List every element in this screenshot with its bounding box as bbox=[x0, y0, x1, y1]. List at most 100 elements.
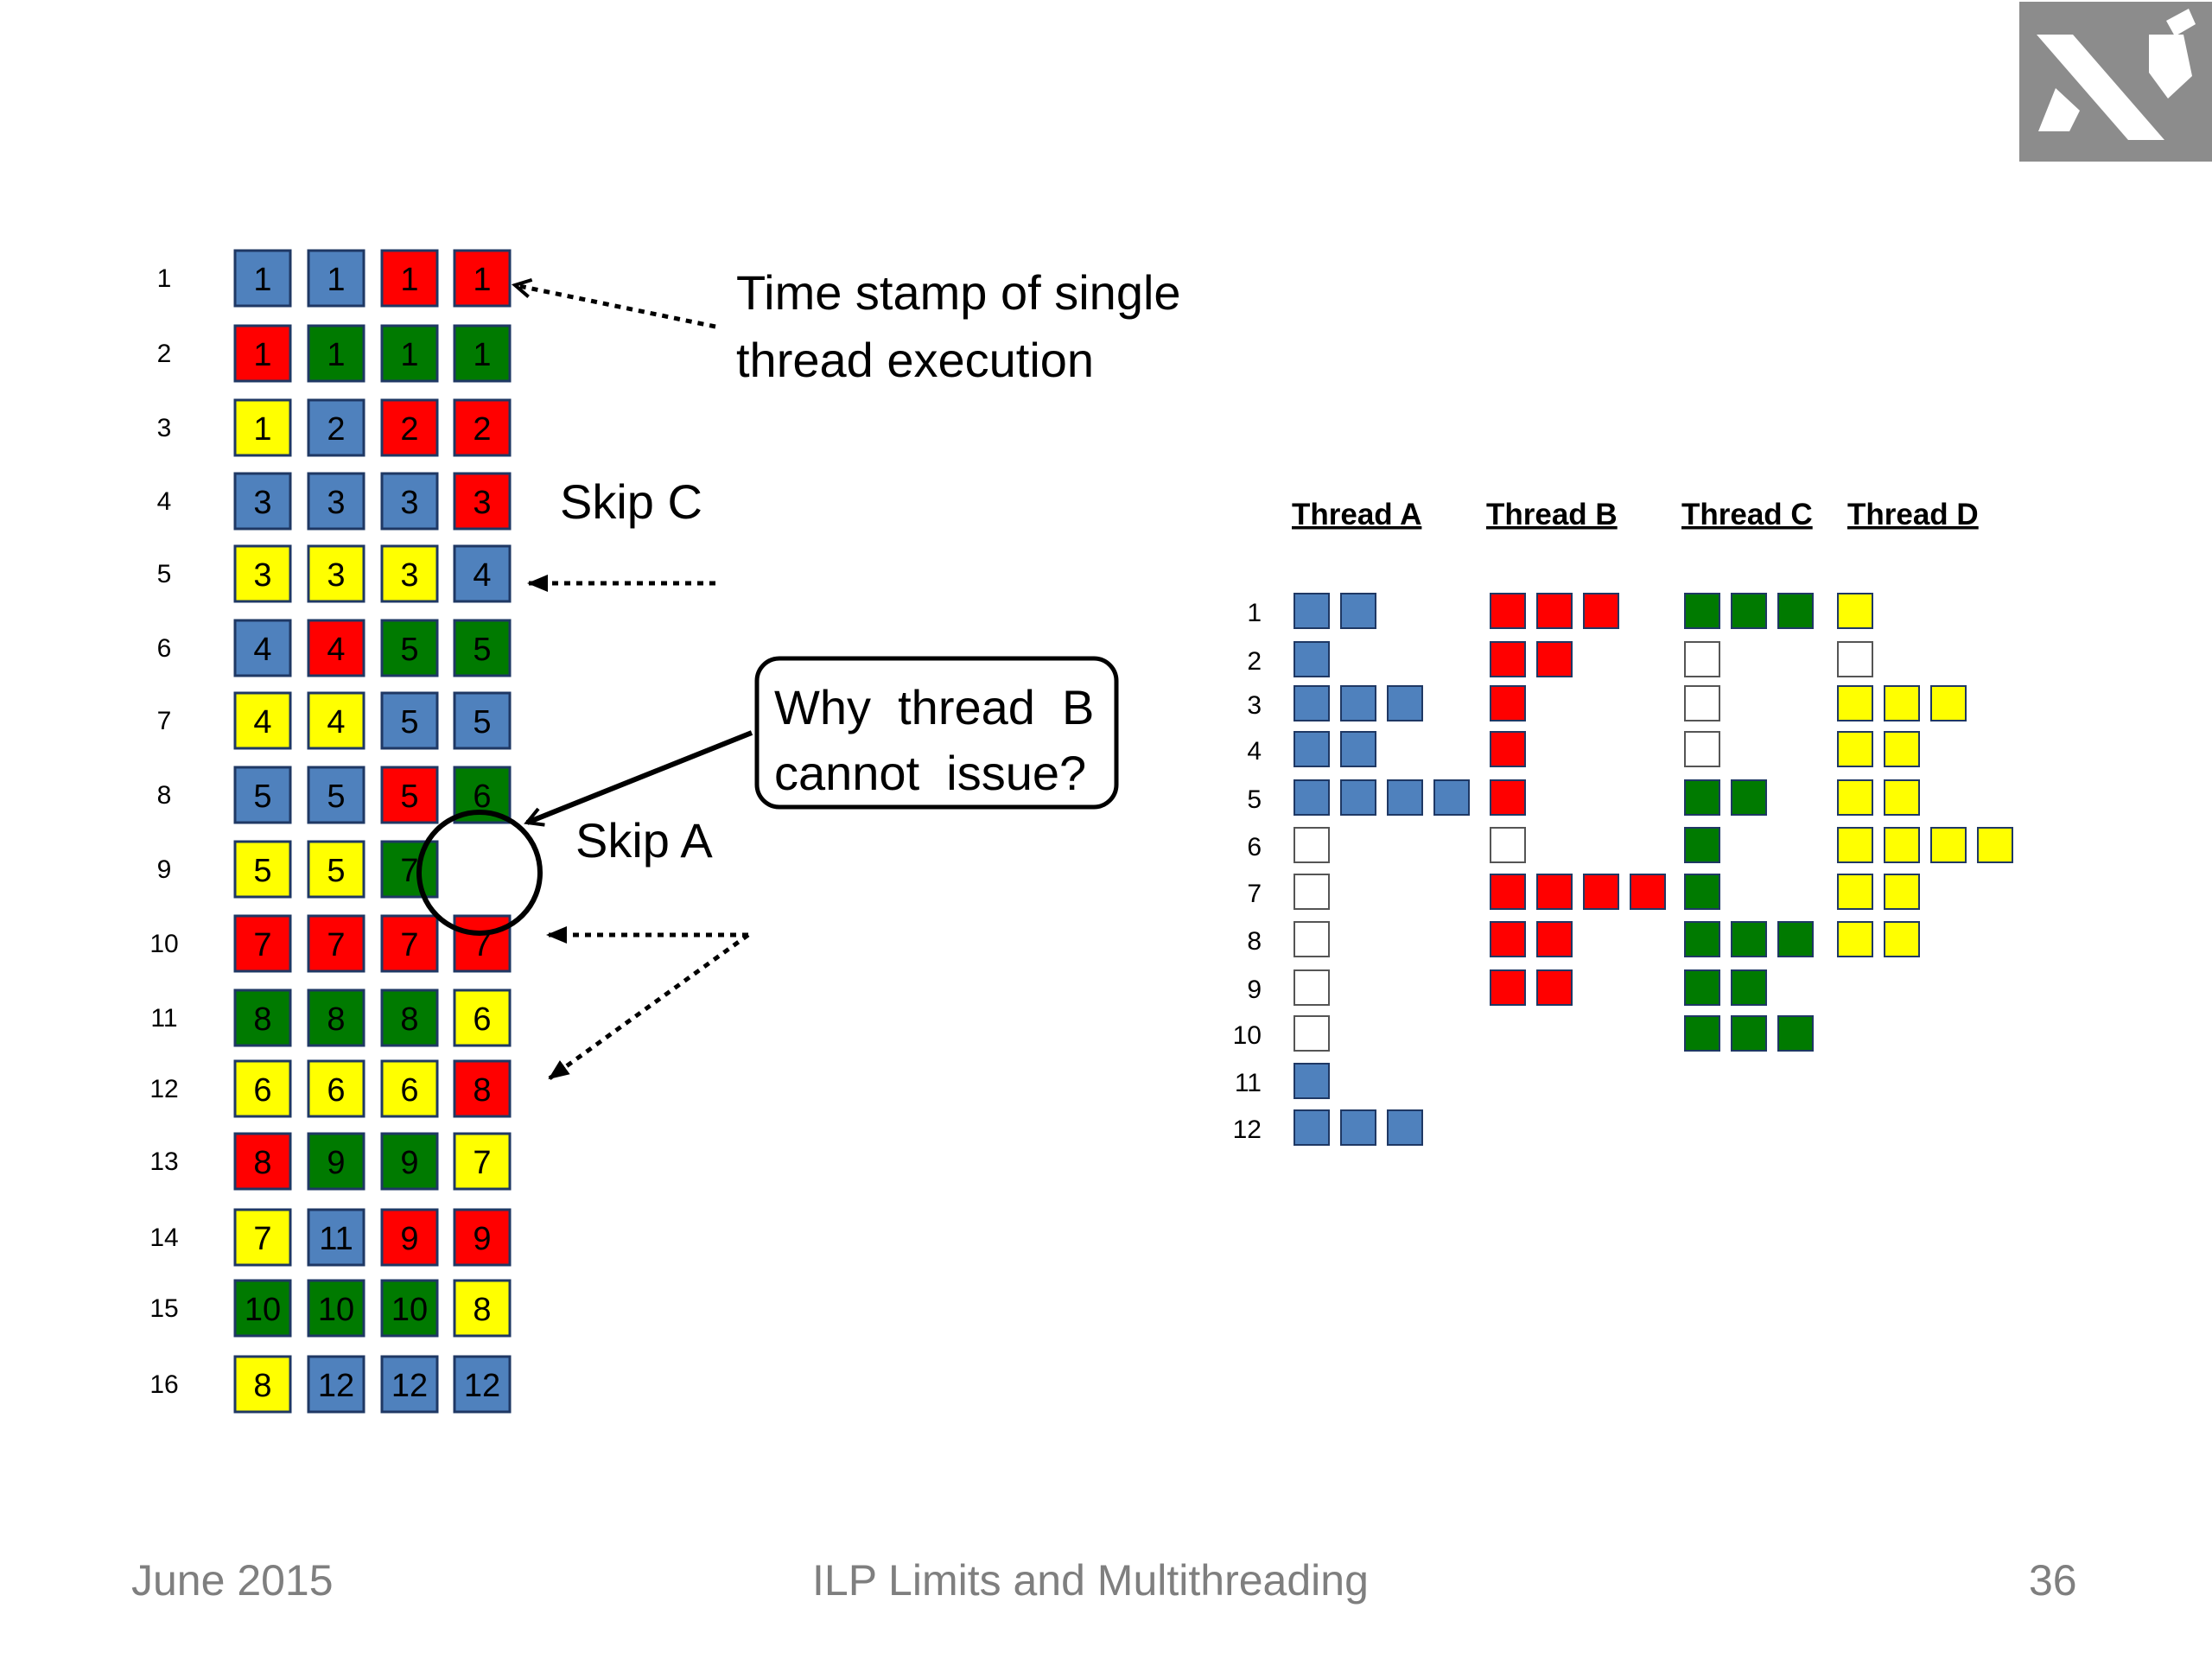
schedule-slot-box bbox=[380, 988, 439, 1047]
schedule-slot-box bbox=[233, 1132, 292, 1191]
schedule-slot-label: 5 bbox=[400, 632, 418, 668]
schedule-slot: 4 bbox=[233, 619, 292, 677]
schedule-slot-label: 1 bbox=[473, 337, 491, 373]
schedule-slot-label: 3 bbox=[253, 557, 271, 594]
schedule-slot: 2 bbox=[307, 398, 365, 457]
schedule-slot: 3 bbox=[307, 544, 365, 603]
thread-row-number: 8 bbox=[1247, 927, 1262, 956]
schedule-slot: 6 bbox=[233, 1059, 292, 1118]
thread-row-number: 12 bbox=[1233, 1116, 1262, 1144]
footer-title: ILP Limits and Multithreading bbox=[812, 1556, 1369, 1605]
schedule-slot-box bbox=[307, 472, 365, 531]
schedule-slot-label: 1 bbox=[400, 337, 418, 373]
thread-slot bbox=[1294, 731, 1330, 767]
schedule-slot-box bbox=[307, 619, 365, 677]
question-line2: cannot issue? bbox=[774, 746, 1086, 800]
schedule-slot-label: 2 bbox=[473, 411, 491, 448]
schedule-row-number: 2 bbox=[157, 340, 172, 368]
thread-slot bbox=[1340, 1109, 1376, 1146]
timestamp-arrow bbox=[515, 285, 716, 329]
schedule-slot: 1 bbox=[233, 398, 292, 457]
thread-slot bbox=[1777, 921, 1814, 957]
schedule-slot: 6 bbox=[307, 1059, 365, 1118]
schedule-row-number: 6 bbox=[157, 634, 172, 663]
schedule-slot: 7 bbox=[453, 914, 512, 973]
thread-slot bbox=[1930, 827, 1967, 863]
thread-slot bbox=[1837, 731, 1873, 767]
schedule-slot-label: 7 bbox=[473, 1145, 491, 1181]
schedule-slot-box bbox=[233, 619, 292, 677]
schedule-slot: 5 bbox=[307, 766, 365, 824]
schedule-slot-label: 7 bbox=[327, 927, 345, 963]
thread-slot bbox=[1340, 731, 1376, 767]
schedule-slot: 4 bbox=[307, 691, 365, 750]
thread-slot bbox=[1294, 1063, 1330, 1099]
schedule-slot-label: 3 bbox=[327, 557, 345, 594]
schedule-slot-label: 9 bbox=[473, 1221, 491, 1257]
thread-slot bbox=[1837, 874, 1873, 910]
schedule-slot-label: 1 bbox=[327, 262, 345, 298]
schedule-slot-label: 6 bbox=[327, 1072, 345, 1109]
schedule-slot-box bbox=[380, 914, 439, 973]
schedule-slot-box bbox=[233, 544, 292, 603]
schedule-slot-box bbox=[307, 544, 365, 603]
schedule-slot-box bbox=[453, 1208, 512, 1267]
thread-slot bbox=[1490, 731, 1526, 767]
thread-slot bbox=[1536, 874, 1573, 910]
schedule-slot-label: 9 bbox=[400, 1221, 418, 1257]
schedule-row-number: 3 bbox=[157, 414, 172, 442]
schedule-slot-box bbox=[233, 1279, 292, 1338]
schedule-slot: 5 bbox=[380, 766, 439, 824]
question-arrow bbox=[527, 730, 753, 823]
schedule-slot-label: 9 bbox=[327, 1145, 345, 1181]
schedule-slot: 9 bbox=[307, 1132, 365, 1191]
schedule-slot-box bbox=[453, 619, 512, 677]
schedule-slot-label: 5 bbox=[327, 853, 345, 889]
schedule-slot: 3 bbox=[307, 472, 365, 531]
skip-a-arrow-lower bbox=[548, 932, 750, 1081]
schedule-slot-label: 10 bbox=[245, 1292, 281, 1328]
schedule-slot-box bbox=[453, 1132, 512, 1191]
schedule-slot-label: 10 bbox=[391, 1292, 428, 1328]
schedule-row-number: 5 bbox=[157, 560, 172, 588]
schedule-slot-box bbox=[307, 1132, 365, 1191]
schedule-slot-label: 1 bbox=[253, 411, 271, 448]
schedule-slot-box bbox=[380, 1355, 439, 1414]
schedule-slot: 1 bbox=[233, 249, 292, 308]
thread-slot bbox=[1930, 685, 1967, 721]
schedule-slot-label: 11 bbox=[319, 1221, 353, 1257]
schedule-slot-label: 3 bbox=[327, 485, 345, 521]
schedule-slot-label: 8 bbox=[473, 1292, 491, 1328]
schedule-slot-label: 6 bbox=[400, 1072, 418, 1109]
schedule-slot: 7 bbox=[380, 840, 439, 899]
schedule-row-number: 10 bbox=[149, 930, 178, 958]
schedule-slot: 3 bbox=[233, 544, 292, 603]
schedule-slot-box bbox=[307, 840, 365, 899]
schedule-slot-box bbox=[233, 840, 292, 899]
thread-slot bbox=[1490, 969, 1526, 1006]
schedule-slot: 1 bbox=[453, 249, 512, 308]
schedule-slot-label: 3 bbox=[400, 557, 418, 594]
thread-slot bbox=[1837, 779, 1873, 816]
thread-row-number: 6 bbox=[1247, 833, 1262, 861]
thread-slot bbox=[1731, 779, 1767, 816]
schedule-row-number: 9 bbox=[157, 855, 172, 884]
schedule-slot-label: 1 bbox=[327, 337, 345, 373]
schedule-slot-label: 1 bbox=[253, 262, 271, 298]
schedule-slot: 4 bbox=[307, 619, 365, 677]
schedule-slot-box bbox=[453, 988, 512, 1047]
thread-slot bbox=[1490, 827, 1526, 863]
schedule-slot: 11 bbox=[307, 1208, 365, 1267]
schedule-slot-label: 10 bbox=[318, 1292, 354, 1328]
thread-slot bbox=[1294, 1015, 1330, 1052]
aleph-logo-icon bbox=[2019, 2, 2212, 162]
schedule-slot: 3 bbox=[233, 472, 292, 531]
schedule-slot: 1 bbox=[380, 249, 439, 308]
schedule-slot-box bbox=[233, 766, 292, 824]
thread-header: Thread C bbox=[1681, 498, 1813, 531]
schedule-slot: 1 bbox=[307, 249, 365, 308]
thread-slot bbox=[1583, 593, 1619, 629]
thread-row-number: 10 bbox=[1233, 1021, 1262, 1050]
schedule-row-number: 15 bbox=[149, 1294, 178, 1323]
